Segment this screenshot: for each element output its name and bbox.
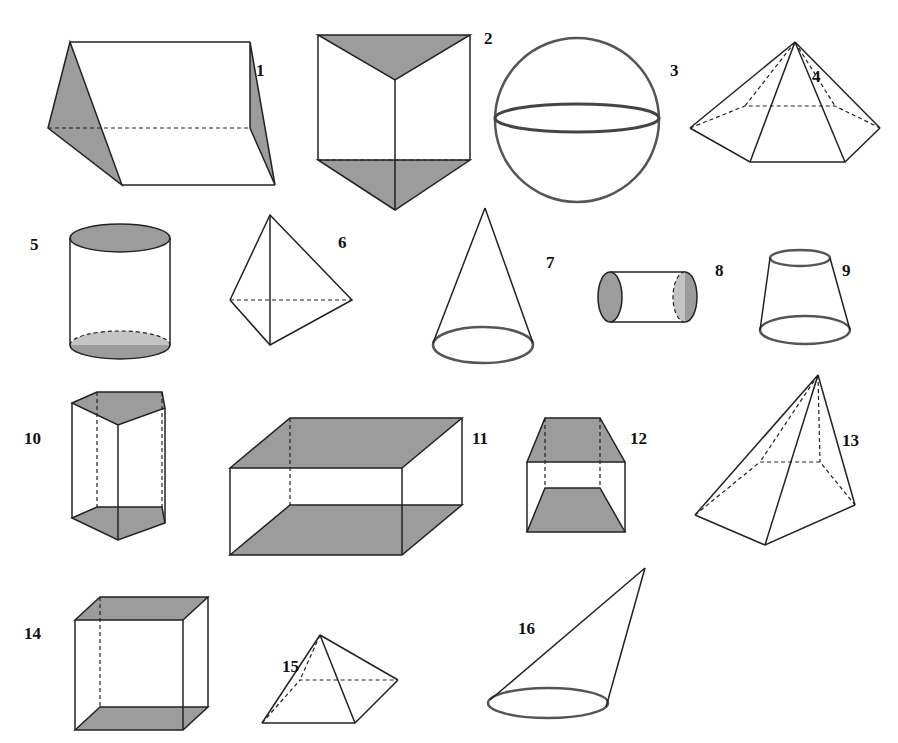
pyramid <box>695 375 855 545</box>
triangular-prism <box>48 42 275 185</box>
cube <box>75 597 208 730</box>
triangular-prism <box>318 35 470 210</box>
cylinder <box>598 272 697 322</box>
callout-number: 3 <box>670 62 679 79</box>
rectangular-prism <box>230 418 462 555</box>
callout-number: 9 <box>842 262 851 279</box>
callout-number: 15 <box>282 658 299 675</box>
frustum <box>760 250 850 344</box>
cylinder <box>70 224 170 359</box>
callout-number: 10 <box>24 430 41 447</box>
callout-number: 13 <box>842 432 859 449</box>
callout-number: 5 <box>30 236 39 253</box>
trapezoidal-prism <box>527 418 625 532</box>
callout-number: 8 <box>715 262 724 279</box>
pentagonal-prism <box>72 392 165 540</box>
sphere <box>495 38 659 202</box>
callout-number: 12 <box>630 430 647 447</box>
callout-number: 14 <box>24 625 41 642</box>
pyramid <box>262 635 398 723</box>
callout-number: 6 <box>338 234 347 251</box>
callout-number: 7 <box>546 254 555 271</box>
oblique-cone <box>488 568 645 718</box>
callout-number: 2 <box>484 30 493 47</box>
callout-number: 11 <box>472 430 488 447</box>
callout-number: 4 <box>812 68 821 85</box>
callout-number: 1 <box>256 62 265 79</box>
hexagonal-pyramid <box>690 42 880 162</box>
cone <box>433 208 533 363</box>
pyramid <box>230 215 352 345</box>
callout-number: 16 <box>518 620 535 637</box>
